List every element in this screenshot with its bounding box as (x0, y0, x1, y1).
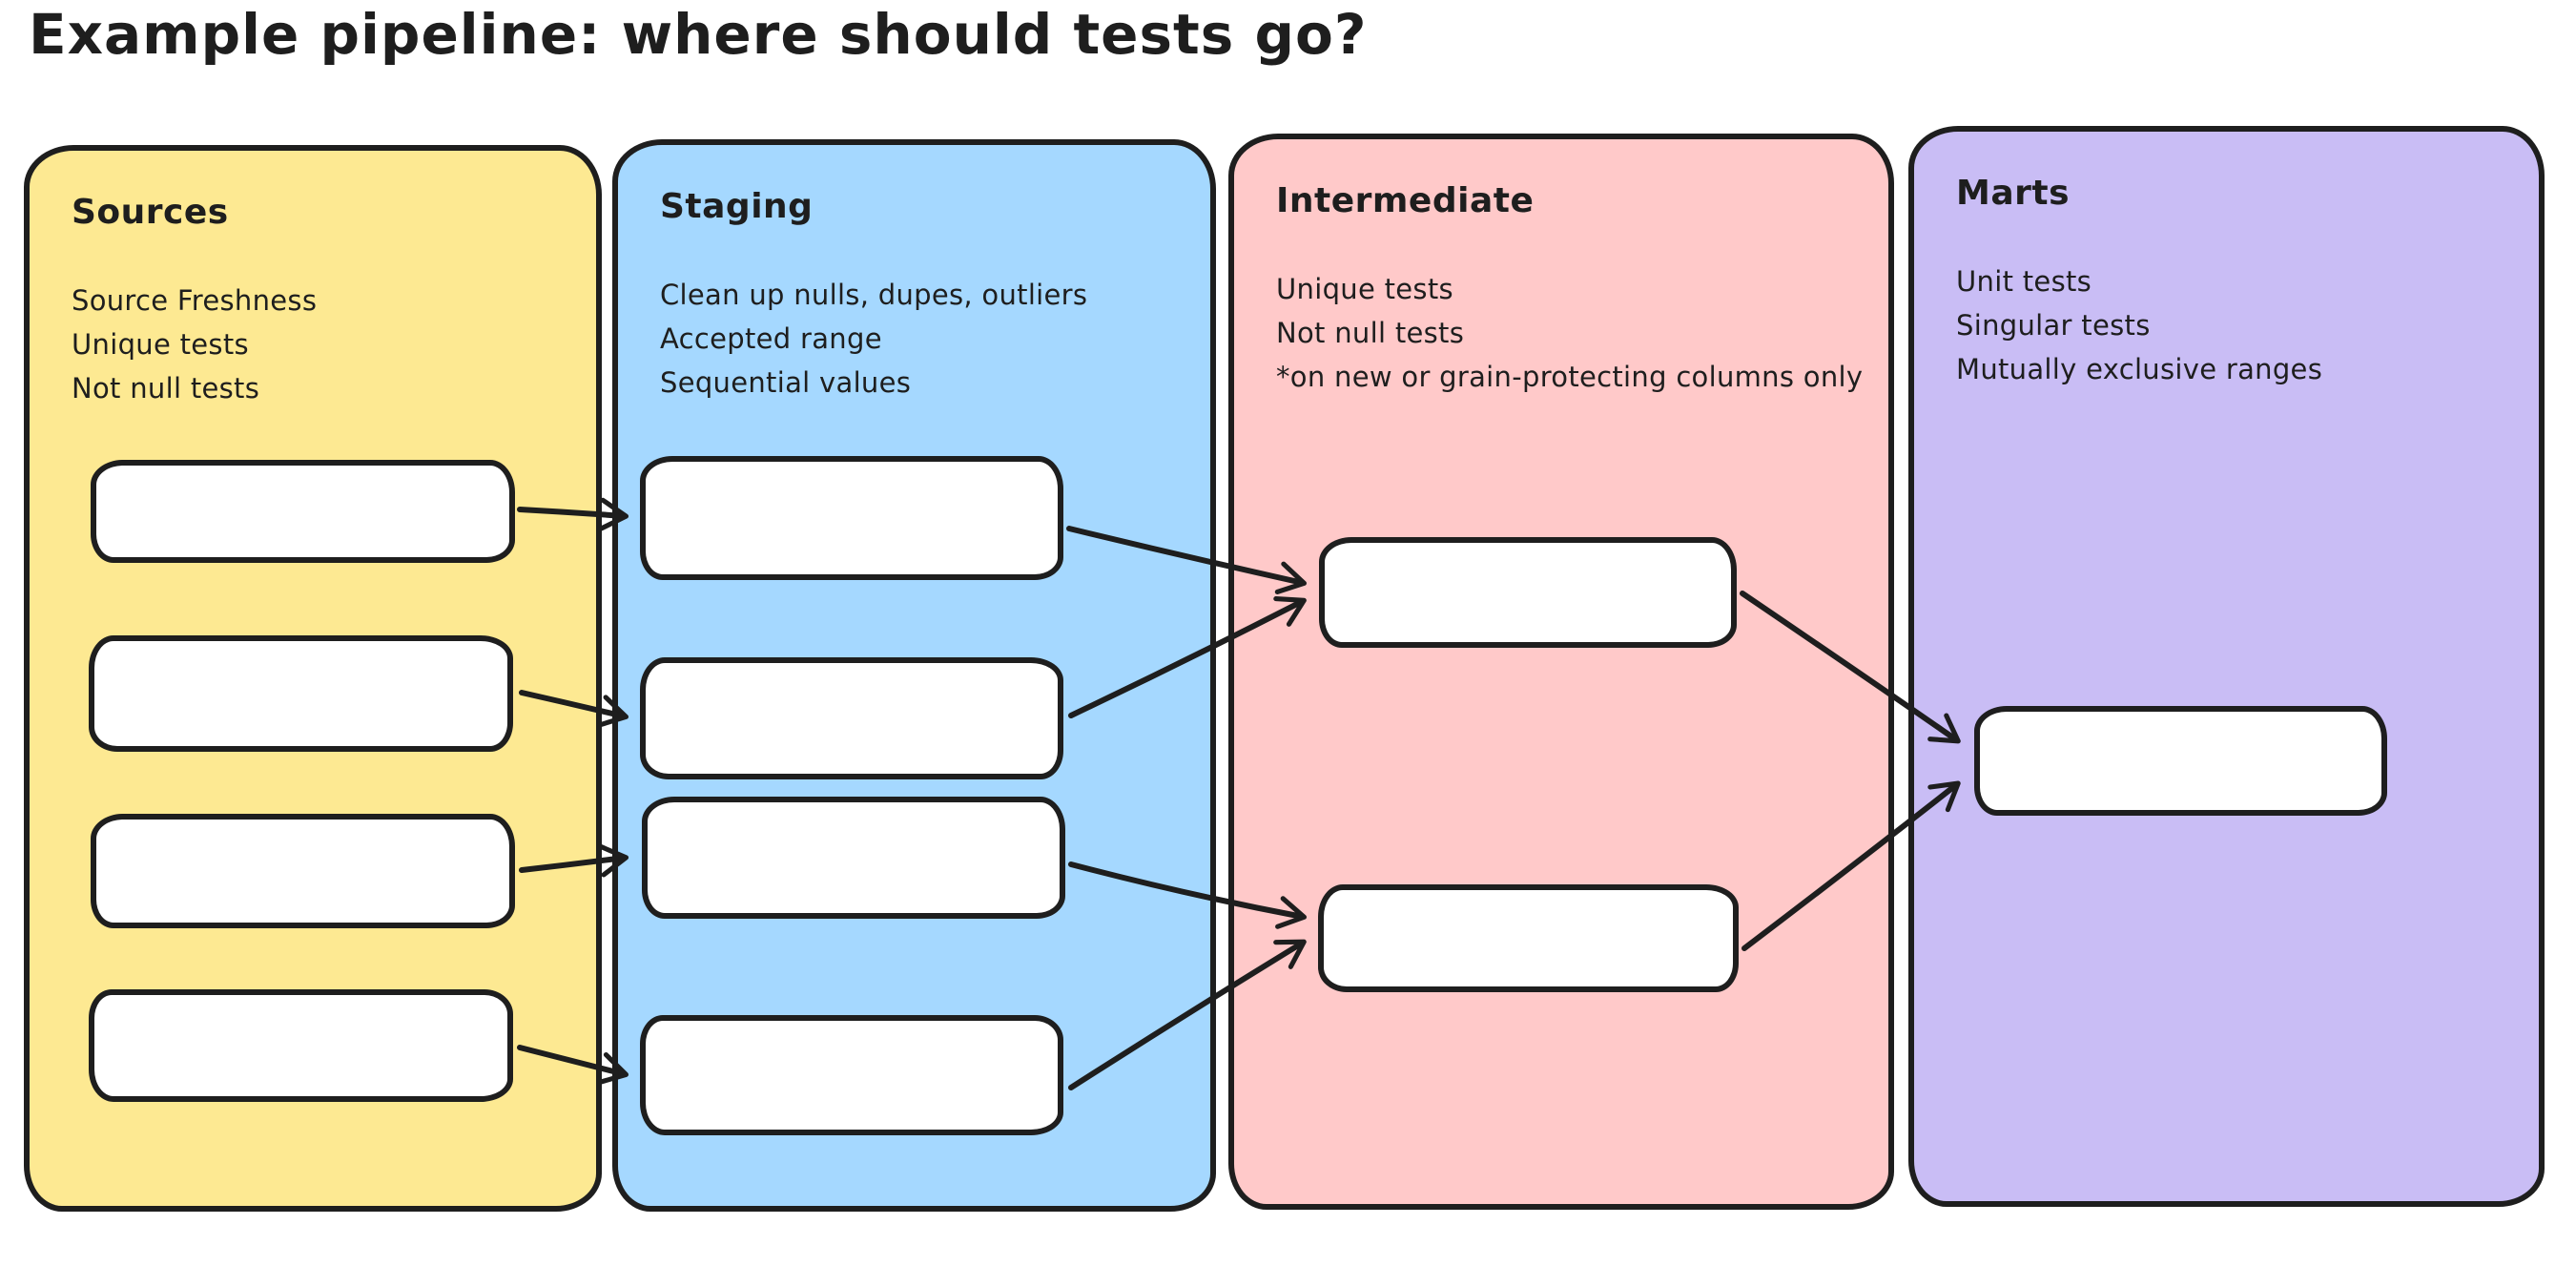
column-marts-notes: Unit tests Singular tests Mutually exclu… (1956, 259, 2520, 391)
note-line: Source Freshness (72, 284, 318, 317)
intermediate-box-2 (1318, 884, 1739, 992)
column-sources-notes: Source Freshness Unique tests Not null t… (72, 279, 577, 410)
sources-box-4 (89, 989, 513, 1102)
staging-box-1 (640, 456, 1063, 580)
note-line: Singular tests (1956, 309, 2151, 342)
note-line: *on new or grain-protecting columns only (1276, 361, 1864, 393)
column-marts-title: Marts (1956, 174, 2071, 213)
column-intermediate-title: Intermediate (1276, 181, 1535, 220)
column-intermediate-notes: Unique tests Not null tests *on new or g… (1276, 267, 1869, 399)
column-intermediate: Intermediate Unique tests Not null tests… (1228, 134, 1894, 1210)
intermediate-box-1 (1319, 537, 1737, 648)
staging-box-4 (640, 1015, 1063, 1135)
sources-box-2 (89, 635, 513, 752)
note-line: Sequential values (660, 366, 912, 399)
column-staging-title: Staging (660, 187, 814, 226)
note-line: Unique tests (72, 328, 249, 361)
sources-box-3 (91, 814, 515, 928)
diagram-title: Example pipeline: where should tests go? (29, 2, 1368, 67)
column-sources-title: Sources (72, 193, 229, 232)
column-staging-notes: Clean up nulls, dupes, outliers Accepted… (660, 273, 1191, 405)
sources-box-1 (91, 460, 515, 563)
note-line: Unique tests (1276, 273, 1453, 305)
note-line: Clean up nulls, dupes, outliers (660, 279, 1088, 311)
note-line: Not null tests (72, 372, 260, 405)
staging-box-3 (642, 797, 1065, 919)
note-line: Not null tests (1276, 317, 1465, 349)
note-line: Mutually exclusive ranges (1956, 353, 2323, 385)
staging-box-2 (640, 657, 1063, 779)
column-marts: Marts Unit tests Singular tests Mutually… (1908, 126, 2545, 1207)
note-line: Accepted range (660, 322, 882, 355)
note-line: Unit tests (1956, 265, 2092, 298)
marts-box-1 (1974, 706, 2387, 816)
